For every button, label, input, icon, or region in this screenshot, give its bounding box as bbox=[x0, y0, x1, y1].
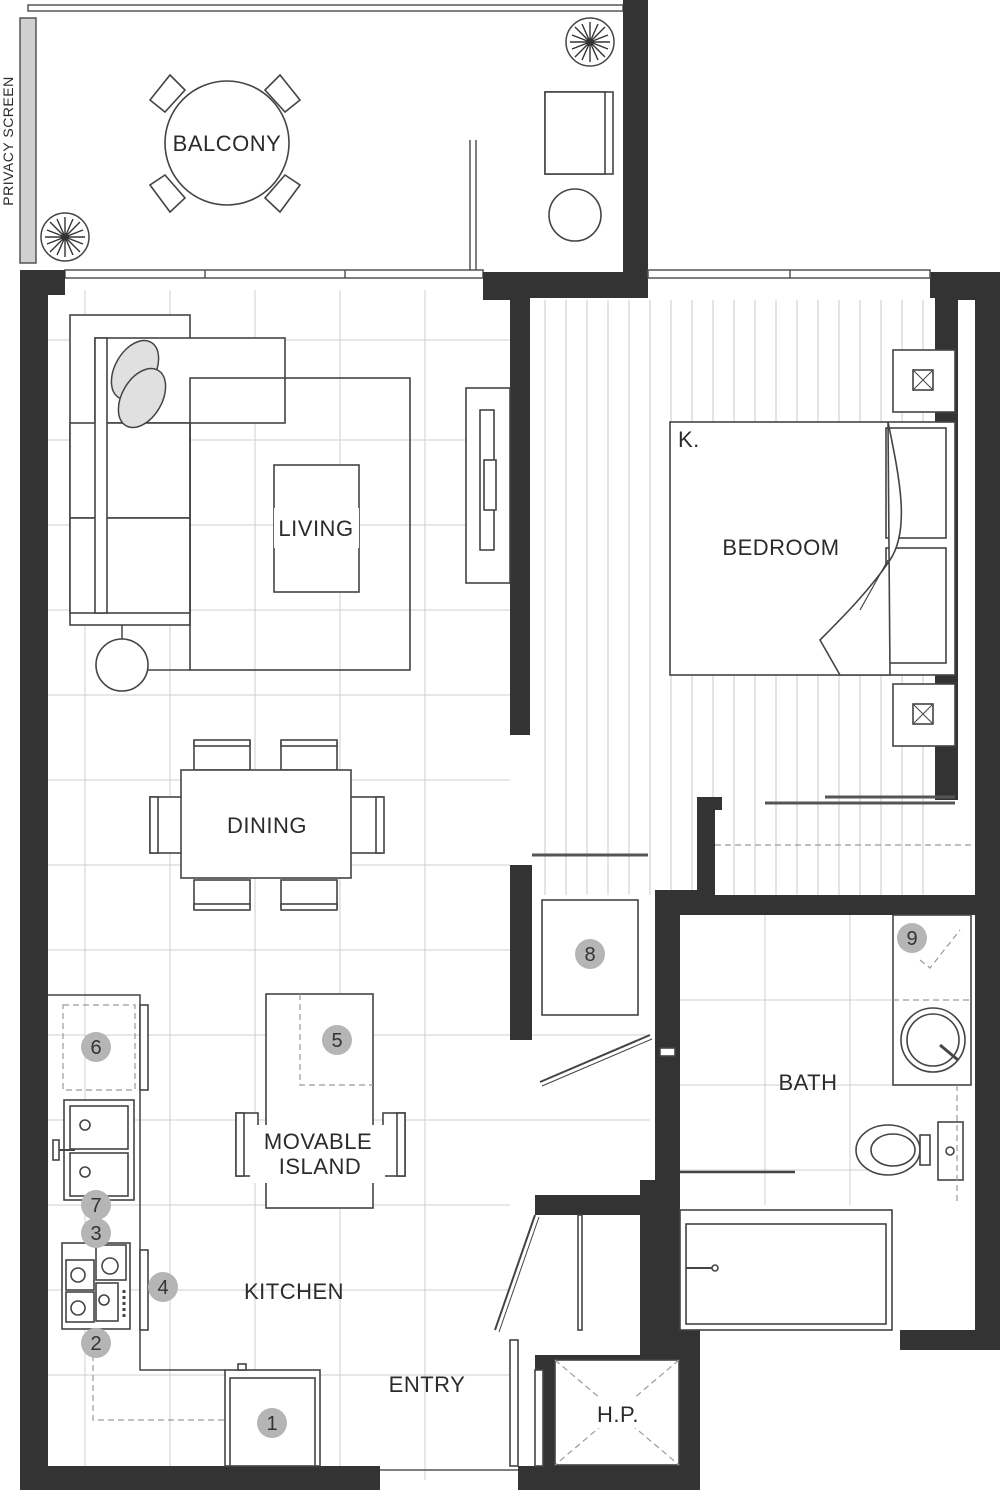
island-label-line1: MOVABLE bbox=[264, 1129, 372, 1154]
room-label-dining: DINING bbox=[227, 813, 307, 838]
room-label-bath: BATH bbox=[778, 1070, 837, 1095]
bath-door bbox=[494, 1214, 583, 1333]
kitchen-counter bbox=[48, 994, 225, 1421]
dining-set bbox=[149, 739, 385, 911]
toilet bbox=[855, 1085, 964, 1205]
svg-text:6: 6 bbox=[90, 1037, 101, 1059]
privacy-screen-label: PRIVACY SCREEN bbox=[0, 76, 16, 205]
room-label-bedroom: BEDROOM bbox=[722, 535, 839, 560]
bathtub bbox=[679, 1170, 893, 1331]
marker-6: 6 bbox=[81, 1032, 111, 1062]
room-label-hp: H.P. bbox=[597, 1402, 639, 1427]
closet-doors bbox=[532, 795, 975, 857]
cooktop bbox=[61, 1242, 131, 1330]
svg-text:7: 7 bbox=[90, 1195, 101, 1217]
room-label-kitchen: KITCHEN bbox=[244, 1279, 344, 1304]
bed-size-label: K. bbox=[678, 427, 700, 452]
svg-text:1: 1 bbox=[266, 1413, 277, 1435]
balcony-lounge-chair bbox=[544, 91, 614, 242]
room-label-living: LIVING bbox=[278, 516, 353, 541]
island-label-line2: ISLAND bbox=[279, 1154, 361, 1179]
kitchen-sink bbox=[52, 1099, 135, 1201]
marker-8: 8 bbox=[575, 939, 605, 969]
room-label-balcony: BALCONY bbox=[173, 131, 282, 156]
cushions bbox=[110, 339, 167, 429]
plant-icon bbox=[40, 212, 90, 262]
svg-text:2: 2 bbox=[90, 1333, 101, 1355]
closet-8 bbox=[539, 899, 676, 1087]
marker-2: 2 bbox=[81, 1328, 111, 1358]
marker-5: 5 bbox=[322, 1025, 352, 1055]
svg-text:4: 4 bbox=[157, 1277, 168, 1299]
bedroom-window bbox=[647, 269, 931, 279]
svg-text:5: 5 bbox=[331, 1030, 342, 1052]
svg-text:8: 8 bbox=[584, 944, 595, 966]
marker-1: 1 bbox=[257, 1408, 287, 1438]
entry-door bbox=[380, 1339, 544, 1471]
nightstand bbox=[892, 683, 956, 747]
svg-text:3: 3 bbox=[90, 1223, 101, 1245]
room-label-entry: ENTRY bbox=[389, 1372, 466, 1397]
plant-icon bbox=[565, 17, 615, 67]
vanity-sink bbox=[892, 914, 972, 1086]
side-table bbox=[95, 625, 149, 692]
nightstand bbox=[892, 349, 956, 413]
balcony-area bbox=[19, 4, 624, 279]
balcony-table-set bbox=[148, 73, 302, 214]
sectional-sofa bbox=[69, 314, 286, 626]
privacy-screen bbox=[19, 17, 37, 264]
tv-console bbox=[465, 387, 511, 584]
marker-4: 4 bbox=[148, 1272, 178, 1302]
marker-3: 3 bbox=[81, 1218, 111, 1248]
svg-text:9: 9 bbox=[906, 928, 917, 950]
tile-grid-bath bbox=[680, 915, 895, 1205]
marker-7: 7 bbox=[81, 1190, 111, 1220]
king-bed bbox=[669, 421, 956, 676]
marker-9: 9 bbox=[897, 923, 927, 953]
